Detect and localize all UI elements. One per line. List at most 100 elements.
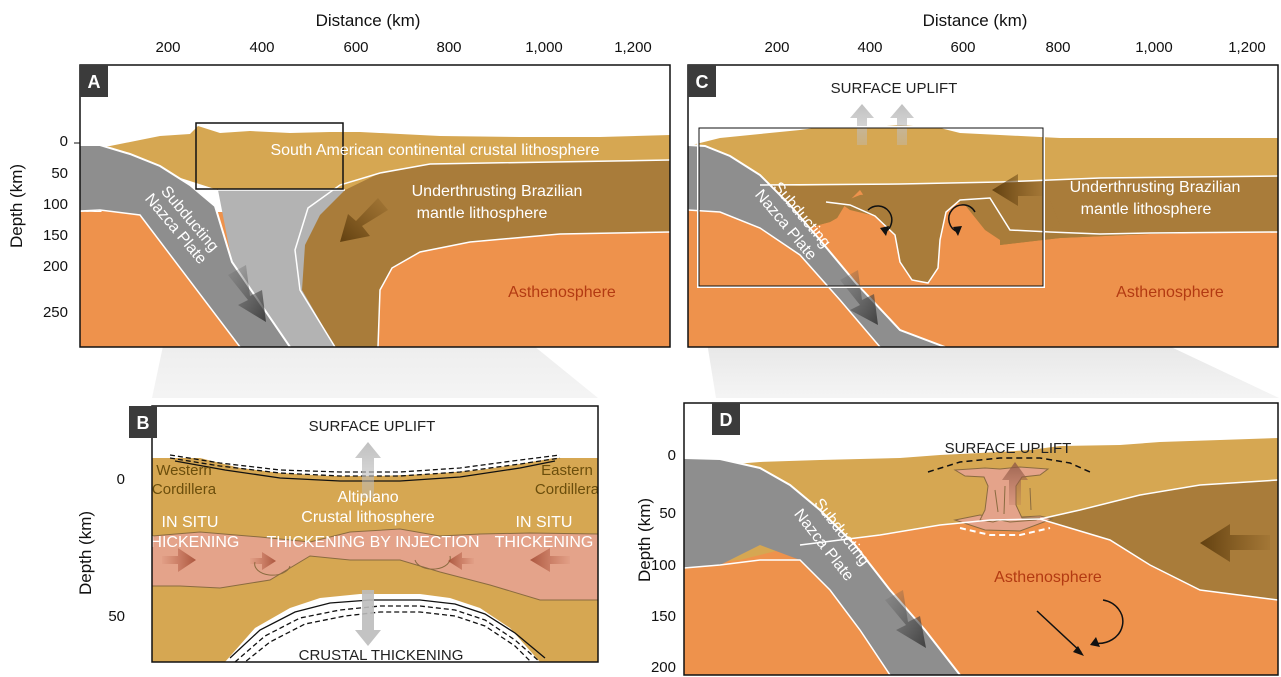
panel-b-crustal-thickening-arrow (355, 590, 381, 646)
panel-b-insitu-right-1: IN SITU (516, 514, 573, 531)
panel-a-crust-label: South American continental crustal litho… (270, 142, 599, 159)
panel-b-melt-layer (152, 529, 598, 600)
x-tick-label: 1,000 (1135, 39, 1173, 56)
panel-a-underthrust-label-1: Underthrusting Brazilian (412, 183, 583, 200)
y-tick-label: 0 (117, 471, 125, 488)
panel-a-letter: A (88, 72, 101, 92)
panel-b-insitu-right-2: THICKENING (495, 534, 594, 551)
panel-b-injection-arrow-left (250, 552, 276, 570)
panel-a-section: South American continental crustal litho… (80, 65, 670, 347)
panel-c-drip (840, 188, 1060, 283)
x-tick-label: 800 (1045, 39, 1070, 56)
panel-b: Depth (km) 0 50 (76, 405, 600, 663)
panel-b-insitu-left-2: THICKENING (141, 534, 240, 551)
panel-c-uplift-arrow-right (890, 104, 914, 145)
panel-c-badge: C (688, 65, 716, 97)
panel-a-y-ticks: 0 50 100 150 200 250 (43, 133, 68, 321)
panel-c-rotation-arrow-left (867, 205, 893, 233)
panel-c-slab-arrow (840, 270, 878, 325)
panel-d-y-ticks: 0 50 100 150 200 (651, 447, 676, 676)
x-tick-label: 200 (155, 39, 180, 56)
panel-b-altiplano-label-2: Crustal lithosphere (301, 509, 435, 526)
panel-c-underthrust-label-1: Underthrusting Brazilian (1070, 179, 1241, 196)
panel-b-section: SURFACE UPLIFT Western Cordillera Easter… (141, 406, 600, 662)
panel-c-crust (688, 125, 1278, 186)
panel-b-insitu-arrow-right (530, 548, 570, 572)
panel-a-y-axis-title: Depth (km) (7, 164, 26, 248)
y-tick-label: 50 (51, 165, 68, 182)
panel-d-badge: D (712, 403, 740, 435)
panel-c-slab (688, 145, 945, 347)
panel-a-x-axis-title: Distance (km) (316, 11, 421, 30)
panel-c-x-axis-title: Distance (km) (923, 11, 1028, 30)
panel-b-frame (151, 405, 599, 663)
panel-d: Depth (km) 0 50 100 150 200 (635, 402, 1279, 676)
panel-b-eastern-label-1: Eastern (541, 462, 593, 479)
panel-b-crustal-root (225, 594, 540, 662)
x-tick-label: 600 (343, 39, 368, 56)
panel-d-slab (684, 458, 960, 675)
y-tick-label: 250 (43, 304, 68, 321)
panel-c-frame (687, 64, 1279, 348)
y-tick-label: 100 (43, 196, 68, 213)
panel-c-underthrust-label-2: mantle lithosphere (1081, 201, 1212, 218)
panel-a-underthrust-arrow (340, 198, 388, 242)
panel-d-surface-uplift: SURFACE UPLIFT (945, 440, 1072, 457)
panel-a-badge: A (80, 65, 108, 97)
x-tick-label: 200 (764, 39, 789, 56)
panel-d-uplift-dashed-line (927, 457, 1091, 473)
panel-b-badge: B (129, 406, 157, 438)
panel-d-section: SURFACE UPLIFT Subducting Nazca Plate As… (684, 403, 1278, 675)
y-tick-label: 0 (60, 133, 68, 150)
panel-c: Distance (km) 200 400 600 800 1,000 1,20… (687, 11, 1279, 348)
panel-b-injection-arrow-right (448, 552, 474, 570)
panel-a-x-ticks: 200 400 600 800 1,000 1,200 (155, 39, 651, 56)
panel-a-zoom-box (195, 122, 344, 190)
y-tick-label: 0 (668, 447, 676, 464)
panel-a-asthenosphere-label: Asthenosphere (508, 284, 616, 301)
panel-d-slab-arrow (885, 590, 926, 648)
x-tick-label: 800 (436, 39, 461, 56)
panel-b-eastern-label-2: Cordillera (535, 481, 600, 498)
panel-a-mantle-wedge (218, 190, 345, 347)
y-tick-label: 50 (108, 608, 125, 625)
y-tick-label: 200 (43, 258, 68, 275)
panel-b-altiplano-label-1: Altiplano (337, 489, 398, 506)
y-tick-label: 150 (651, 608, 676, 625)
y-tick-label: 50 (659, 505, 676, 522)
panel-d-letter: D (720, 410, 733, 430)
panel-b-insitu-left-1: IN SITU (162, 514, 219, 531)
panel-b-letter: B (137, 413, 150, 433)
panel-b-surface-uplift-arrow (355, 442, 381, 498)
panel-b-injection-label: THICKENING BY INJECTION (266, 534, 479, 551)
panel-c-surface-uplift: SURFACE UPLIFT (831, 80, 958, 97)
panel-c-zoom-box (697, 126, 1045, 288)
panel-d-rotation-arrow (1093, 599, 1124, 645)
panel-c-uplift-arrow-left (850, 104, 874, 145)
panel-a-crust (80, 126, 670, 190)
panel-c-section: SURFACE UPLIFT Subducting Nazca Plate Un… (688, 65, 1278, 347)
panel-a-frame (79, 64, 671, 348)
x-tick-label: 1,200 (614, 39, 652, 56)
panel-c-x-ticks: 200 400 600 800 1,000 1,200 (764, 39, 1265, 56)
panel-b-y-axis-title: Depth (km) (76, 511, 95, 595)
panel-a: Distance (km) 200 400 600 800 1,000 1,20… (7, 11, 671, 348)
panel-d-y-axis-title: Depth (km) (635, 498, 654, 582)
panel-d-mantle-lithosphere (1040, 480, 1278, 600)
panel-c-underthrust-arrow (992, 174, 1042, 206)
panel-b-western-label-2: Cordillera (152, 481, 217, 498)
panel-a-underthrust-label-2: mantle lithosphere (417, 205, 548, 222)
panel-d-uplift-arrow (1002, 462, 1028, 505)
panel-c-asthenosphere-label: Asthenosphere (1116, 284, 1224, 301)
y-tick-label: 100 (651, 557, 676, 574)
panel-a-mantle-lithosphere (295, 160, 670, 347)
panel-b-insitu-arrow-left (162, 548, 196, 572)
x-tick-label: 1,200 (1228, 39, 1266, 56)
panel-a-slab (80, 145, 290, 347)
panel-c-letter: C (696, 72, 709, 92)
x-tick-label: 1,000 (525, 39, 563, 56)
x-tick-label: 600 (950, 39, 975, 56)
panel-b-western-label-1: Western (156, 462, 212, 479)
panel-d-underthrust-arrow (1200, 524, 1270, 562)
